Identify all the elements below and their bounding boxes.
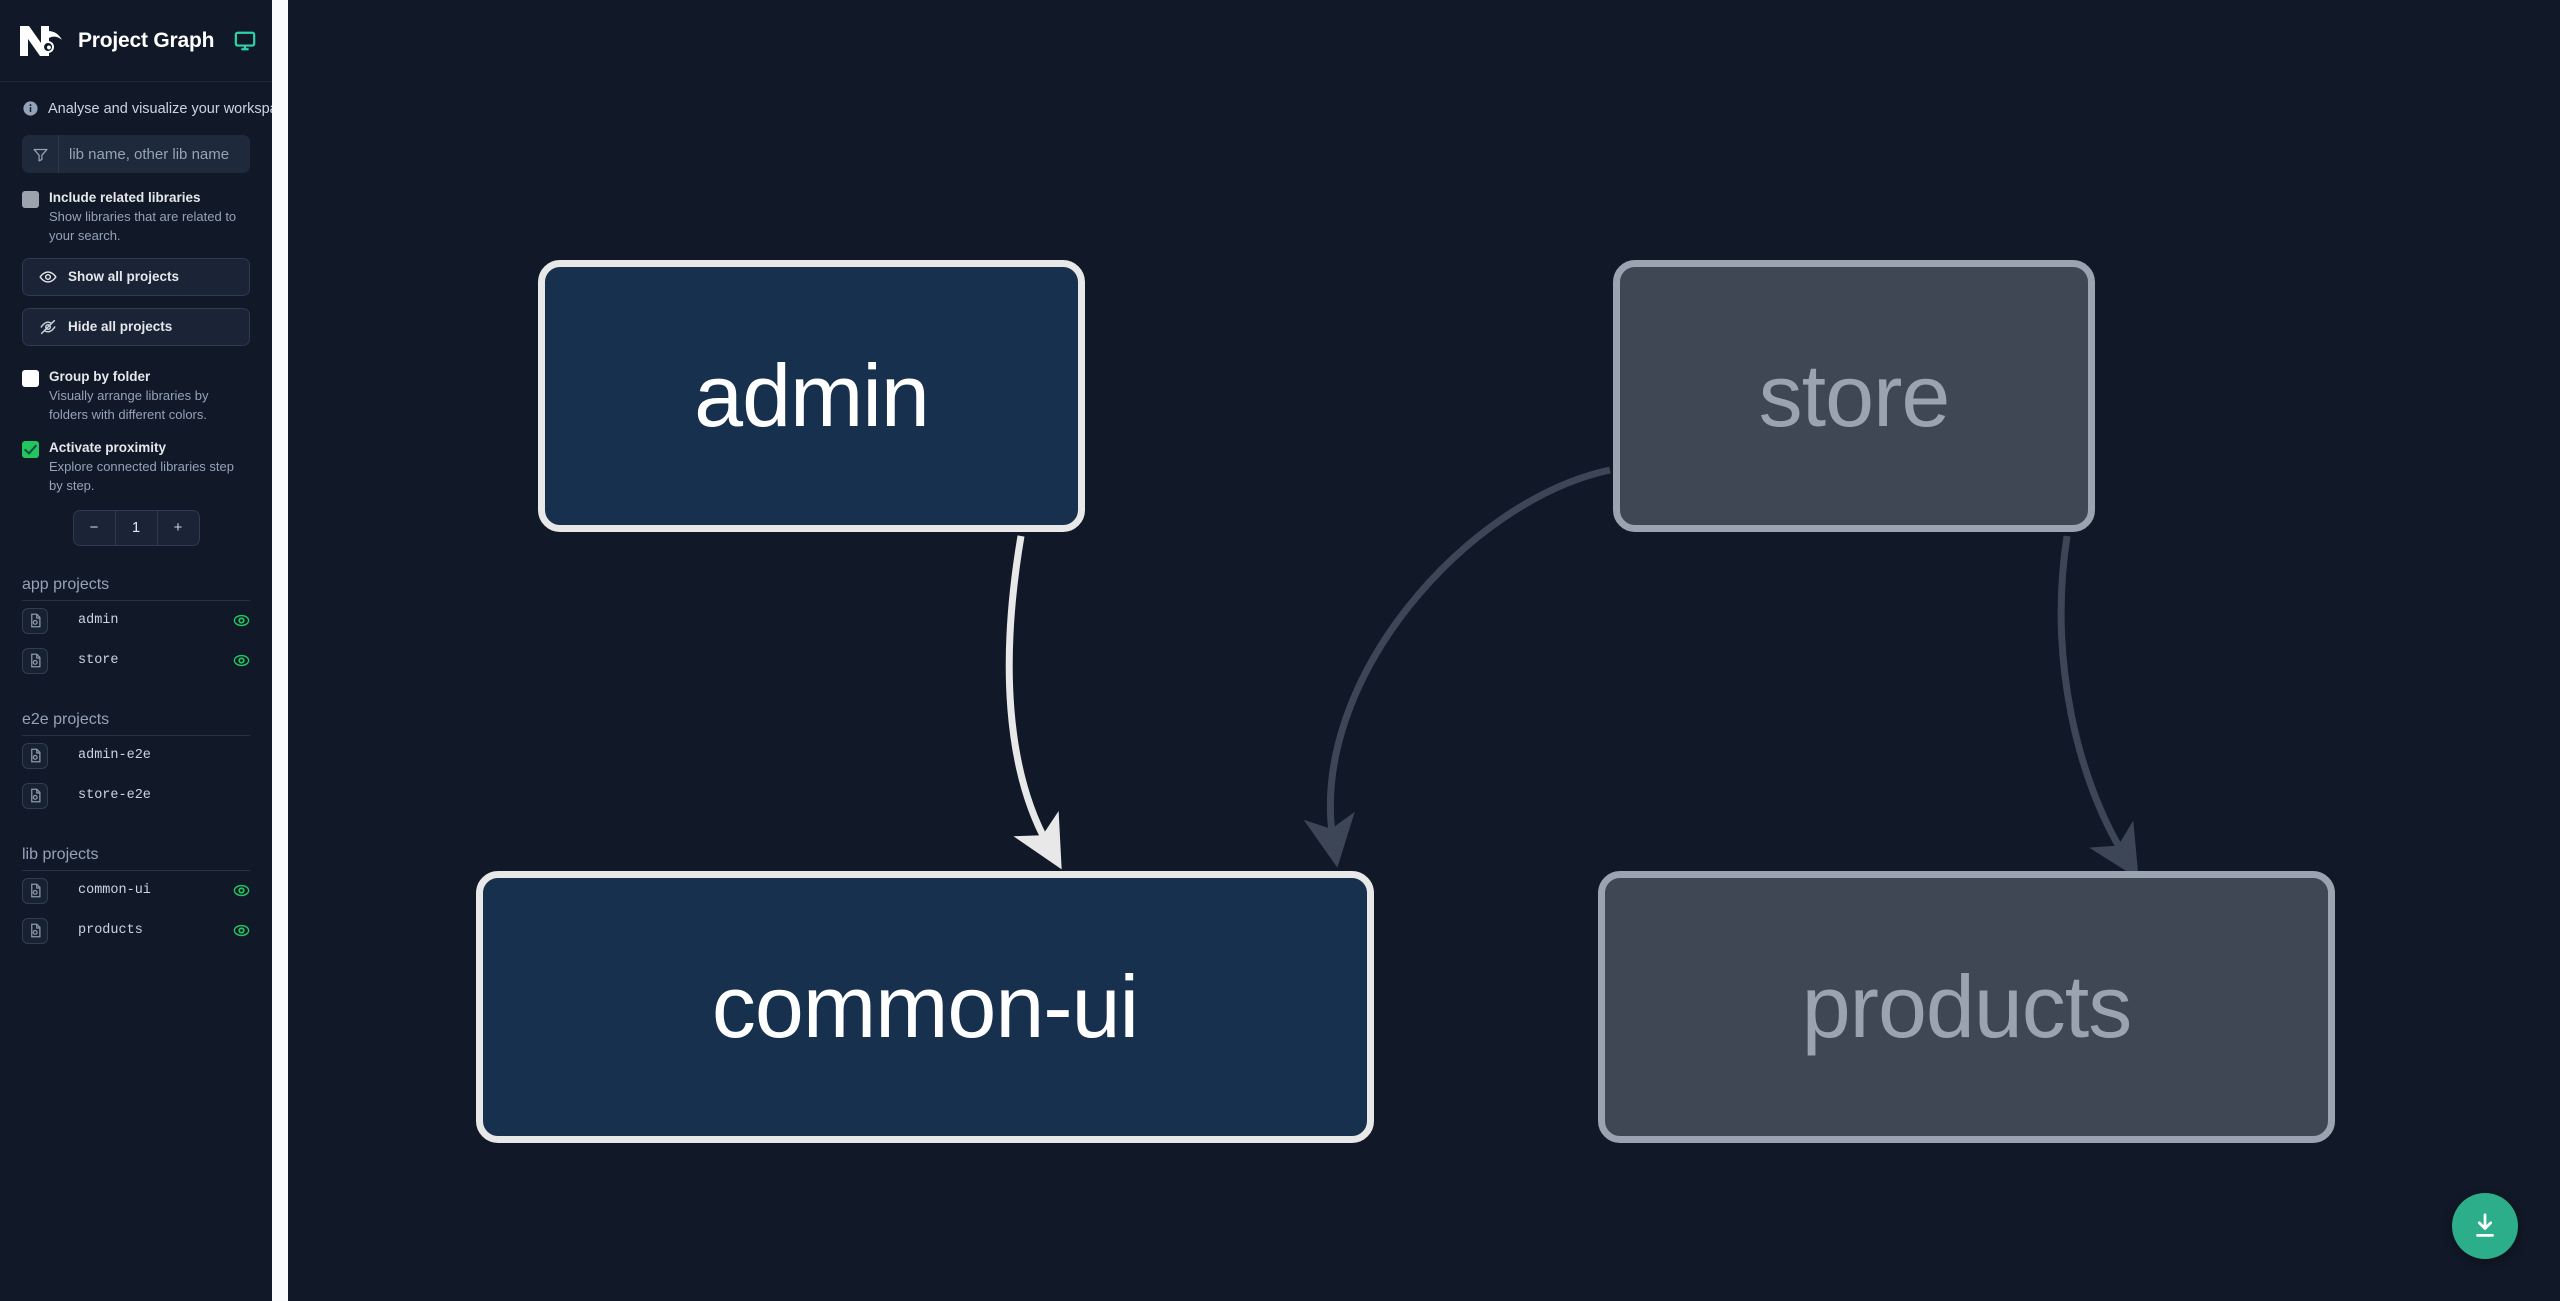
activate-proximity-checkbox[interactable]	[22, 440, 39, 458]
show-all-projects-button[interactable]: Show all projects	[22, 257, 250, 296]
option-label: Include related libraries	[49, 190, 201, 205]
graph-node-label: admin	[694, 346, 930, 445]
project-name: common-ui	[78, 883, 151, 899]
nx-logo-icon	[20, 25, 62, 56]
project-name: store-e2e	[78, 788, 151, 804]
project-row-admin[interactable]: admin	[22, 601, 250, 641]
graph-edges	[1005, 466, 2139, 879]
graph-node-products[interactable]: products	[1598, 871, 2335, 1143]
include-related-libraries-checkbox[interactable]	[22, 191, 39, 208]
graph-node-common-ui[interactable]: common-ui	[476, 871, 1374, 1143]
funnel-icon	[32, 148, 48, 162]
option-description: Visually arrange libraries by folders wi…	[49, 388, 209, 422]
graph-node-label: common-ui	[711, 957, 1139, 1056]
sidebar-body: Include related libraries Show libraries…	[0, 129, 272, 951]
group-title-e2e-projects: e2e projects	[22, 711, 250, 736]
option-include-related-libraries[interactable]: Include related libraries Show libraries…	[22, 189, 250, 246]
hide-all-projects-label: Hide all projects	[68, 319, 173, 335]
proximity-decrement-button[interactable]: −	[89, 519, 99, 537]
eye-visible-icon[interactable]	[233, 882, 250, 899]
filter-icon-box	[22, 135, 59, 173]
project-name: admin-e2e	[78, 748, 151, 764]
tagline-text: Analyse and visualize your workspace.	[48, 100, 272, 117]
option-activate-proximity[interactable]: Activate proximity Explore connected lib…	[22, 439, 250, 496]
tagline: Analyse and visualize your workspace.	[0, 82, 272, 129]
eye-visible-icon[interactable]	[233, 612, 250, 629]
graph-canvas[interactable]: admin store common-ui products	[288, 0, 2560, 1301]
project-row-products[interactable]: products	[22, 911, 250, 951]
proximity-value: 1	[114, 510, 157, 545]
download-graph-button[interactable]	[2452, 1193, 2518, 1259]
option-label: Activate proximity	[49, 439, 167, 455]
project-file-icon	[22, 607, 48, 634]
eye-off-icon	[40, 319, 56, 334]
project-file-icon	[22, 917, 48, 944]
sidebar-header: Project Graph	[0, 0, 272, 82]
project-file-icon	[22, 647, 48, 674]
graph-node-label: store	[1758, 346, 1951, 445]
info-icon	[23, 101, 38, 116]
group-title-lib-projects: lib projects	[22, 846, 250, 871]
graph-node-store[interactable]: store	[1613, 260, 2095, 532]
project-row-common-ui[interactable]: common-ui	[22, 871, 250, 911]
show-all-projects-label: Show all projects	[68, 269, 180, 285]
option-description: Explore connected libraries step by step…	[49, 459, 234, 493]
sidebar-resize-handle[interactable]	[272, 0, 288, 1301]
project-file-icon	[22, 782, 48, 809]
search-input[interactable]	[59, 135, 250, 173]
download-icon	[2476, 1213, 2494, 1237]
project-row-store[interactable]: store	[22, 641, 250, 681]
project-name: store	[78, 653, 119, 669]
option-label: Group by folder	[49, 368, 151, 384]
edge-store-to-common-ui	[1303, 466, 1611, 868]
page-title: Project Graph	[78, 28, 215, 52]
proximity-increment-button[interactable]: +	[156, 510, 199, 545]
project-name: admin	[78, 613, 119, 629]
hide-all-projects-button[interactable]: Hide all projects	[22, 307, 250, 346]
edge-admin-to-common-ui	[1005, 535, 1062, 870]
monitor-icon[interactable]	[234, 30, 256, 52]
project-file-icon	[22, 742, 48, 769]
edge-store-to-products	[2057, 535, 2139, 879]
project-name: products	[78, 923, 143, 939]
graph-node-label: products	[1801, 957, 2133, 1056]
option-description: Show libraries that are related to your …	[49, 209, 237, 244]
eye-visible-icon[interactable]	[233, 652, 250, 669]
graph-node-admin[interactable]: admin	[538, 260, 1085, 532]
group-by-folder-checkbox[interactable]	[22, 369, 39, 387]
option-group-by-folder[interactable]: Group by folder Visually arrange librari…	[22, 368, 250, 425]
project-row-admin-e2e[interactable]: admin-e2e	[22, 736, 250, 776]
sidebar: Project Graph Analyse and visualize your…	[0, 0, 272, 1301]
eye-visible-icon[interactable]	[233, 922, 250, 939]
eye-icon	[39, 271, 57, 283]
project-file-icon	[22, 877, 48, 904]
project-row-store-e2e[interactable]: store-e2e	[22, 776, 250, 816]
proximity-stepper[interactable]: − 1 +	[72, 509, 200, 546]
search-box[interactable]	[22, 135, 250, 173]
group-title-app-projects: app projects	[22, 576, 250, 601]
